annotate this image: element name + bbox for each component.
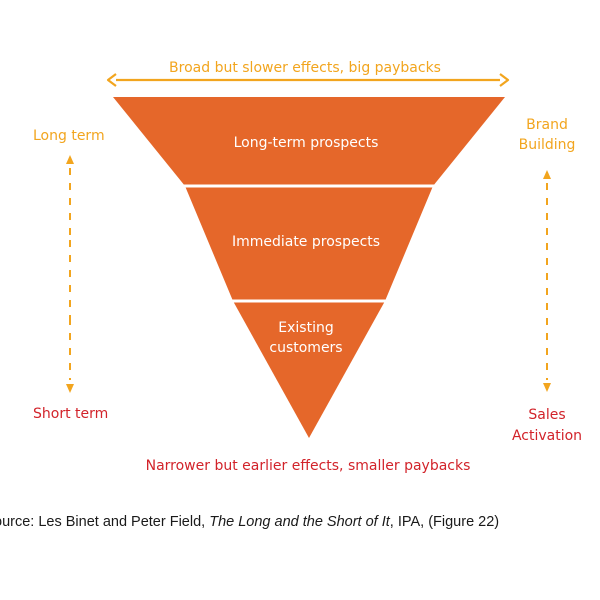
funnel-band-top — [113, 97, 505, 186]
band-label-immediate-prospects: Immediate prospects — [232, 232, 380, 252]
top-double-arrow — [106, 73, 510, 87]
left-bottom-label: Short term — [33, 406, 109, 422]
band-2-line-1: Immediate prospects — [231, 234, 381, 250]
right-bottom-label: Sales Activation — [512, 405, 582, 447]
right-top-line-1: Brand — [526, 117, 568, 133]
left-vertical-arrow — [66, 155, 74, 393]
band-3-line-2: customers — [269, 340, 343, 356]
source-prefix: ource: Les Binet and Peter Field, — [0, 514, 210, 530]
right-top-line-2: Building — [518, 137, 576, 153]
band-label-existing-customers: Existing customers — [269, 318, 342, 358]
left-top-label: Long term — [33, 128, 105, 144]
right-bottom-line-1: Sales — [528, 407, 566, 423]
source-caption: ource: Les Binet and Peter Field, The Lo… — [0, 514, 499, 530]
band-3-line-1: Existing — [278, 320, 334, 336]
band-label-long-term-prospects: Long-term prospects — [234, 133, 379, 153]
funnel-band-middle — [185, 186, 433, 301]
funnel-band-bottom — [233, 301, 385, 438]
right-vertical-arrow — [543, 170, 551, 392]
band-1-line-1: Long-term prospects — [233, 135, 379, 151]
top-arrow-label: Broad but slower effects, big paybacks — [169, 60, 441, 76]
bottom-label: Narrower but earlier effects, smaller pa… — [145, 458, 471, 474]
source-title: The Long and the Short of It — [209, 514, 390, 530]
source-suffix: , IPA, (Figure 22) — [389, 514, 500, 530]
right-bottom-line-2: Activation — [511, 428, 583, 444]
right-top-label: Brand Building — [519, 115, 576, 155]
